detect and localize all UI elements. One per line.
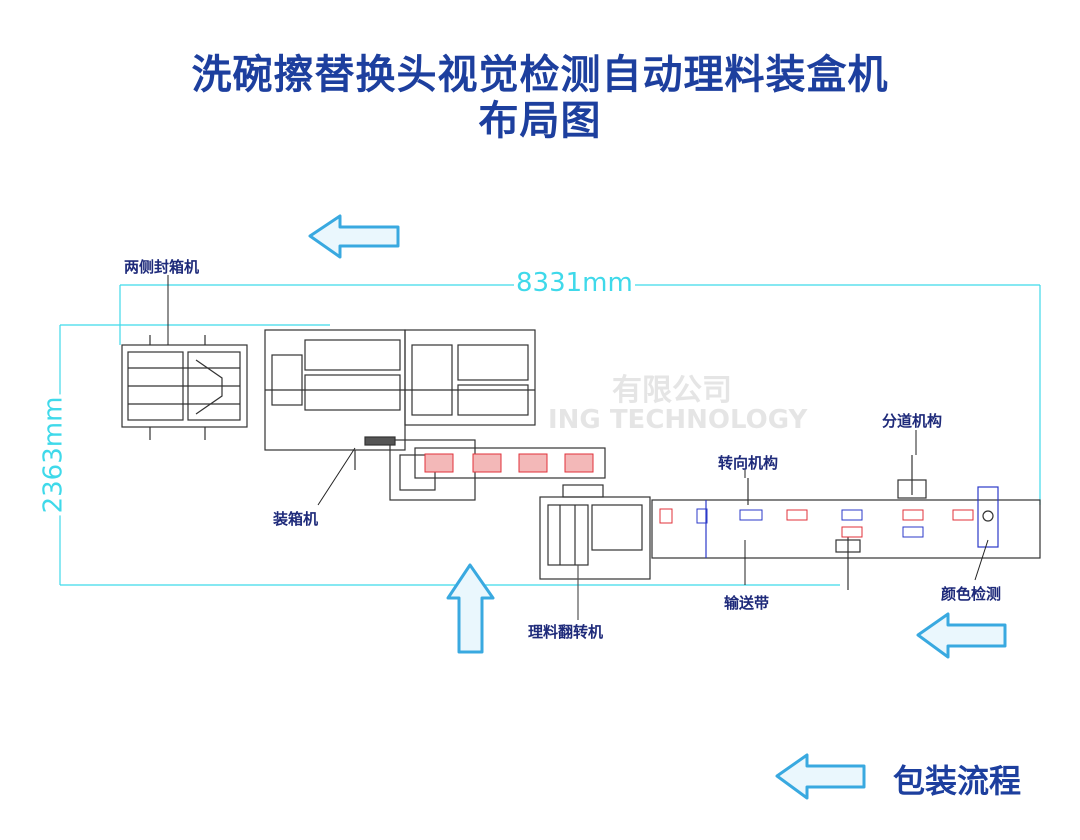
dimension-height: 2363mm bbox=[38, 394, 69, 516]
arrow-left-top-icon bbox=[308, 214, 400, 259]
title-line-2: 布局图 bbox=[478, 98, 602, 144]
conveyor-frame bbox=[651, 499, 1041, 559]
leader-lines bbox=[167, 275, 989, 585]
arrow-up-left-icon bbox=[446, 563, 495, 654]
leader-case-packer bbox=[317, 447, 356, 506]
product-red-3 bbox=[841, 526, 863, 538]
product-red-2 bbox=[786, 509, 808, 521]
products bbox=[659, 508, 974, 538]
packer-plate bbox=[364, 436, 396, 446]
product-blue-4 bbox=[902, 526, 924, 538]
watermark-cn: 有限公司 bbox=[612, 373, 732, 408]
product-red-1 bbox=[659, 508, 673, 524]
product-red-4 bbox=[902, 509, 924, 521]
label-turning: 转向机构 bbox=[718, 454, 779, 472]
product-blue-1 bbox=[696, 508, 708, 524]
leader-color-detect bbox=[974, 539, 989, 581]
sealer-guide bbox=[195, 359, 223, 415]
carton-2 bbox=[472, 453, 502, 473]
label-color-detect: 颜色检测 bbox=[941, 585, 1002, 603]
label-case-packer: 装箱机 bbox=[273, 510, 319, 528]
flip-machine bbox=[539, 484, 651, 620]
side-sealer-machine bbox=[121, 335, 248, 440]
flow-arrows bbox=[308, 214, 1007, 800]
product-blue-2 bbox=[739, 509, 763, 521]
sealer-frame bbox=[121, 344, 248, 428]
packer-box-1 bbox=[271, 354, 303, 406]
color-sensor-frame bbox=[977, 486, 999, 548]
color-sensor-lens bbox=[982, 510, 994, 522]
packer-frame-right bbox=[404, 329, 536, 426]
carton-3 bbox=[518, 453, 548, 473]
case-packer-machine bbox=[264, 329, 536, 501]
flow-legend-label: 包装流程 bbox=[893, 762, 1022, 800]
lane-divider-head bbox=[897, 479, 927, 499]
page-title: 洗碗擦替换头视觉检测自动理料装盒机 布局图 bbox=[0, 52, 1080, 144]
flip-box-2 bbox=[591, 504, 643, 551]
carton-4 bbox=[564, 453, 594, 473]
label-side-sealer: 两侧封箱机 bbox=[124, 258, 200, 276]
product-blue-3 bbox=[841, 509, 863, 521]
label-flip-machine: 理料翻转机 bbox=[528, 623, 604, 641]
flip-box-1 bbox=[547, 504, 589, 566]
label-conveyor: 输送带 bbox=[724, 594, 770, 612]
label-lane-divider: 分道机构 bbox=[882, 412, 943, 430]
arrow-legend-icon bbox=[775, 753, 866, 800]
packer-box-5 bbox=[457, 344, 529, 381]
dimension-width: 8331mm bbox=[514, 268, 635, 298]
product-red-5 bbox=[952, 509, 974, 521]
dimension-frame bbox=[59, 284, 1041, 586]
packer-box-6 bbox=[457, 384, 529, 416]
title-line-1: 洗碗擦替换头视觉检测自动理料装盒机 bbox=[191, 52, 889, 98]
conveyor-belt bbox=[651, 455, 1041, 590]
flip-frame bbox=[539, 496, 651, 580]
watermark-en: ING TECHNOLOGY bbox=[548, 405, 808, 435]
flip-top bbox=[562, 484, 604, 498]
buffer-frame bbox=[414, 447, 606, 479]
carton-buffer bbox=[414, 447, 606, 479]
packer-box-2 bbox=[304, 339, 401, 371]
carton-1 bbox=[424, 453, 454, 473]
packer-box-4 bbox=[411, 344, 453, 416]
arrow-left-bottom-icon bbox=[916, 612, 1007, 659]
turning-head bbox=[835, 539, 861, 553]
packer-box-3 bbox=[304, 374, 401, 411]
